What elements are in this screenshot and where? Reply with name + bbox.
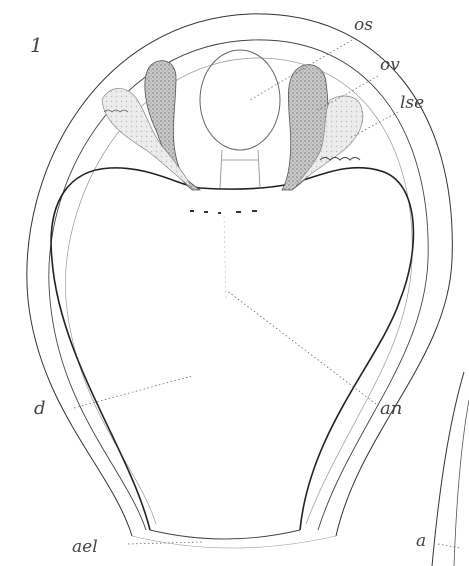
central-oval [200, 50, 280, 150]
leader-ael [128, 542, 202, 544]
label-an: an [380, 398, 402, 419]
center-marks [190, 210, 257, 214]
leader-an [226, 290, 376, 404]
label-ael: ael [72, 537, 98, 557]
label-lse: lse [400, 93, 424, 113]
figure-number: 1 [30, 33, 43, 57]
outer-membrane-outer [27, 14, 452, 536]
bottom-arc [150, 530, 300, 539]
leader-a [438, 544, 460, 548]
central-sac [51, 168, 413, 530]
bottom-arc-outer [132, 536, 336, 548]
label-ov: ov [380, 55, 400, 75]
side-structure-outer [432, 372, 464, 566]
center-axis-line [224, 216, 226, 300]
label-os: os [354, 15, 373, 35]
central-stalk [220, 150, 260, 188]
side-structure-inner [454, 400, 469, 566]
label-d: d [34, 398, 46, 419]
right-gland-lobe [282, 65, 328, 190]
label-a: a [416, 531, 426, 551]
